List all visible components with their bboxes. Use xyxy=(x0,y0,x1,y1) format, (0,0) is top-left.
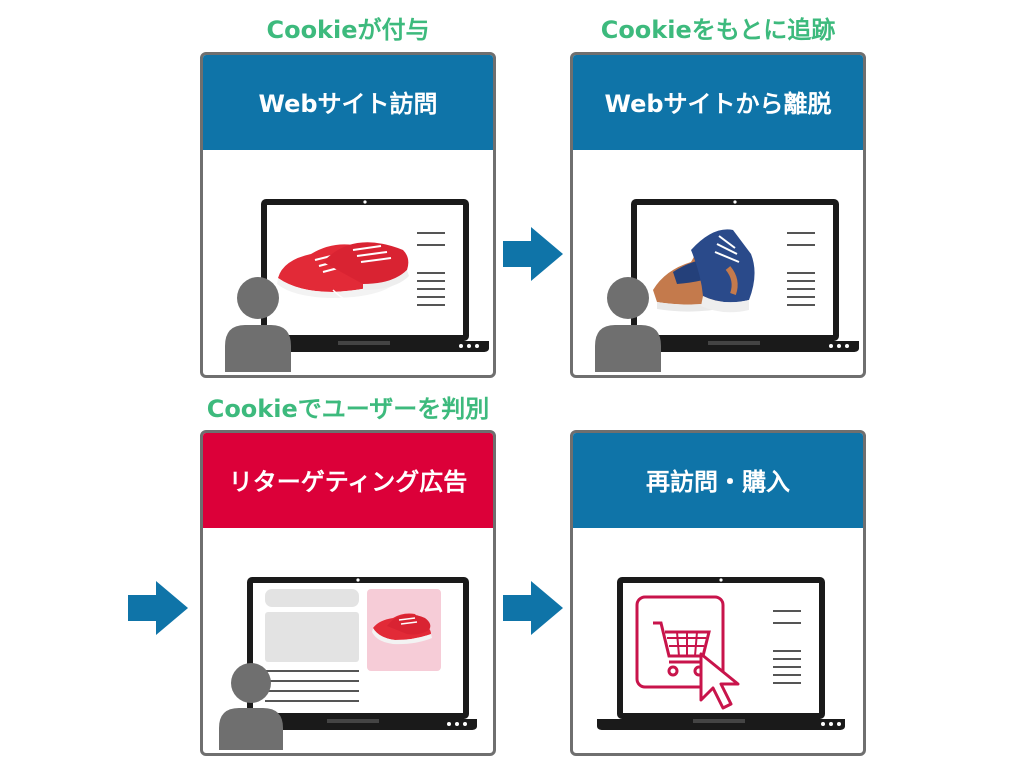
laptop-illustration xyxy=(573,528,863,753)
panel-website-visit: Webサイト訪問 xyxy=(200,52,496,378)
laptop-illustration xyxy=(203,150,493,375)
arrow-right-icon xyxy=(128,581,188,635)
caption-cookie-granted: Cookieが付与 xyxy=(266,16,430,44)
user-icon xyxy=(225,277,291,372)
panel-title: 再訪問・購入 xyxy=(573,433,863,528)
user-icon xyxy=(219,663,283,750)
panel-title: Webサイト訪問 xyxy=(203,55,493,150)
laptop-illustration xyxy=(203,528,493,753)
panel-title: Webサイトから離脱 xyxy=(573,55,863,150)
panel-revisit-purchase: 再訪問・購入 xyxy=(570,430,866,756)
panel-retargeting-ad: リターゲティング広告 xyxy=(200,430,496,756)
caption-cookie-tracking: Cookieをもとに追跡 xyxy=(600,16,836,44)
arrow-right-icon xyxy=(503,227,563,281)
panel-website-leave: Webサイトから離脱 xyxy=(570,52,866,378)
caption-cookie-identify: Cookieでユーザーを判別 xyxy=(206,395,490,423)
sneaker-icon xyxy=(653,229,755,313)
laptop-illustration xyxy=(573,150,863,375)
sneaker-icon xyxy=(372,613,432,645)
arrow-right-icon xyxy=(503,581,563,635)
sneaker-icon xyxy=(277,242,409,303)
cursor-icon xyxy=(699,652,740,710)
panel-title: リターゲティング広告 xyxy=(203,433,493,528)
user-icon xyxy=(595,277,661,372)
